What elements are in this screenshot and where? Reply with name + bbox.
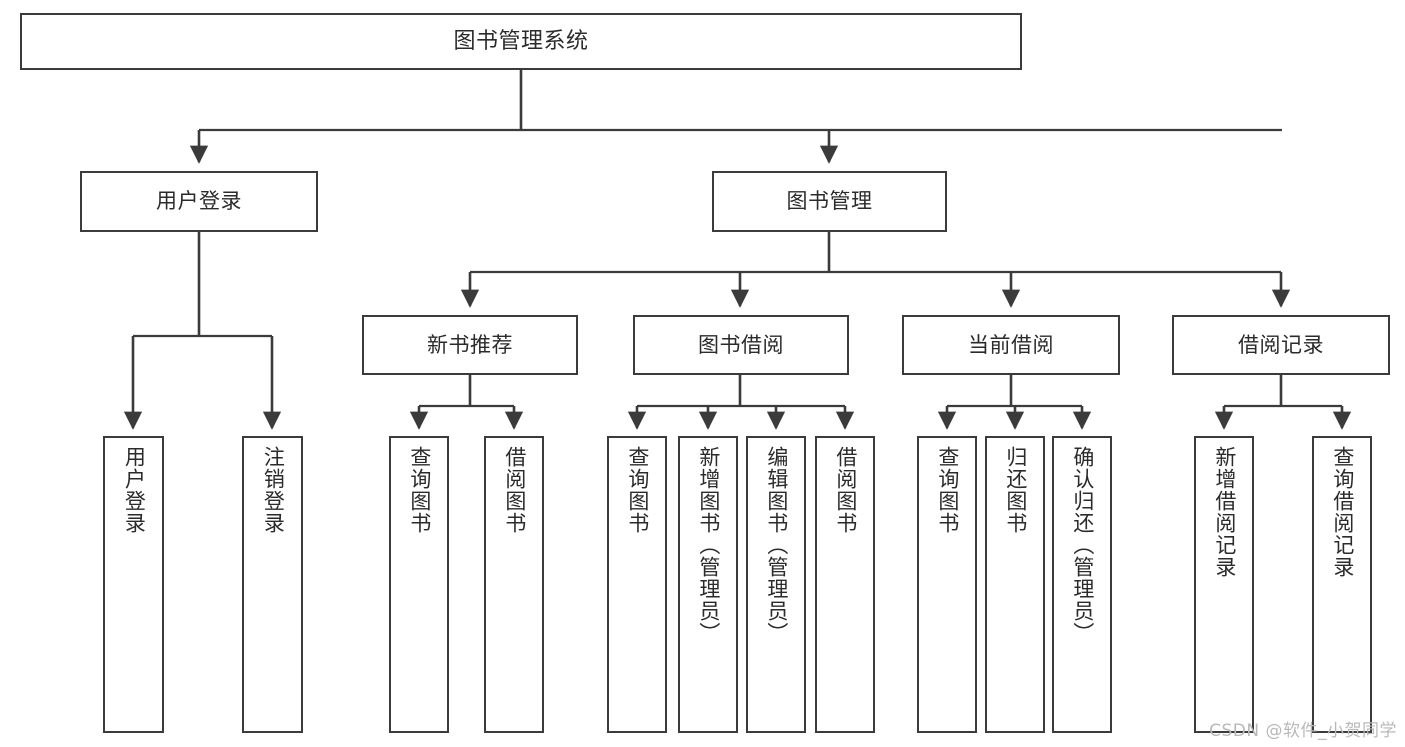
node-label: 图书管理系统 [453,28,589,54]
leaf-record-query-record[interactable]: 查询借阅记录 [1312,436,1372,733]
leaf-borrow-edit-book-admin[interactable]: 编辑图书（管理员） [746,436,806,733]
node-user-login[interactable]: 用户登录 [80,171,318,232]
node-label: 图书管理 [786,189,873,213]
leaf-recommend-query-book[interactable]: 查询图书 [389,436,449,733]
leaf-label: 编辑图书（管理员） [764,446,789,644]
leaf-current-query-book[interactable]: 查询图书 [917,436,977,733]
csdn-watermark: CSDN @软件_小贺同学 [1209,721,1397,741]
leaf-borrow-query-book[interactable]: 查询图书 [607,436,667,733]
node-borrow-record[interactable]: 借阅记录 [1172,315,1390,375]
node-label: 新书推荐 [427,332,513,357]
node-label: 用户登录 [156,189,242,213]
node-new-book-recommend[interactable]: 新书推荐 [362,315,578,375]
leaf-label: 借阅图书 [502,446,527,534]
leaf-current-return-book[interactable]: 归还图书 [985,436,1045,733]
leaf-label: 归还图书 [1003,446,1028,534]
node-label: 图书借阅 [698,332,784,357]
leaf-label: 查询图书 [935,446,960,534]
leaf-user-login-login[interactable]: 用户登录 [103,436,164,733]
leaf-label: 新增图书（管理员） [696,446,721,644]
leaf-user-login-logout[interactable]: 注销登录 [242,436,303,733]
leaf-borrow-borrow-book[interactable]: 借阅图书 [815,436,875,733]
leaf-label: 新增借阅记录 [1212,446,1237,578]
node-book-management[interactable]: 图书管理 [712,171,947,232]
leaf-label: 查询图书 [407,446,432,534]
node-current-borrow[interactable]: 当前借阅 [902,315,1120,375]
node-label: 借阅记录 [1238,332,1324,357]
leaf-recommend-borrow-book[interactable]: 借阅图书 [484,436,544,733]
leaf-label: 查询借阅记录 [1330,446,1355,578]
leaf-current-confirm-return-admin[interactable]: 确认归还（管理员） [1052,436,1112,733]
node-root-book-management-system[interactable]: 图书管理系统 [20,13,1022,70]
node-book-borrow[interactable]: 图书借阅 [633,315,849,375]
node-label: 当前借阅 [968,332,1054,357]
leaf-label: 注销登录 [261,446,286,534]
leaf-borrow-add-book-admin[interactable]: 新增图书（管理员） [678,436,738,733]
leaf-label: 查询图书 [625,446,650,534]
leaf-label: 用户登录 [122,446,147,534]
leaf-label: 确认归还（管理员） [1070,446,1095,644]
leaf-record-add-record[interactable]: 新增借阅记录 [1194,436,1254,733]
leaf-label: 借阅图书 [833,446,858,534]
